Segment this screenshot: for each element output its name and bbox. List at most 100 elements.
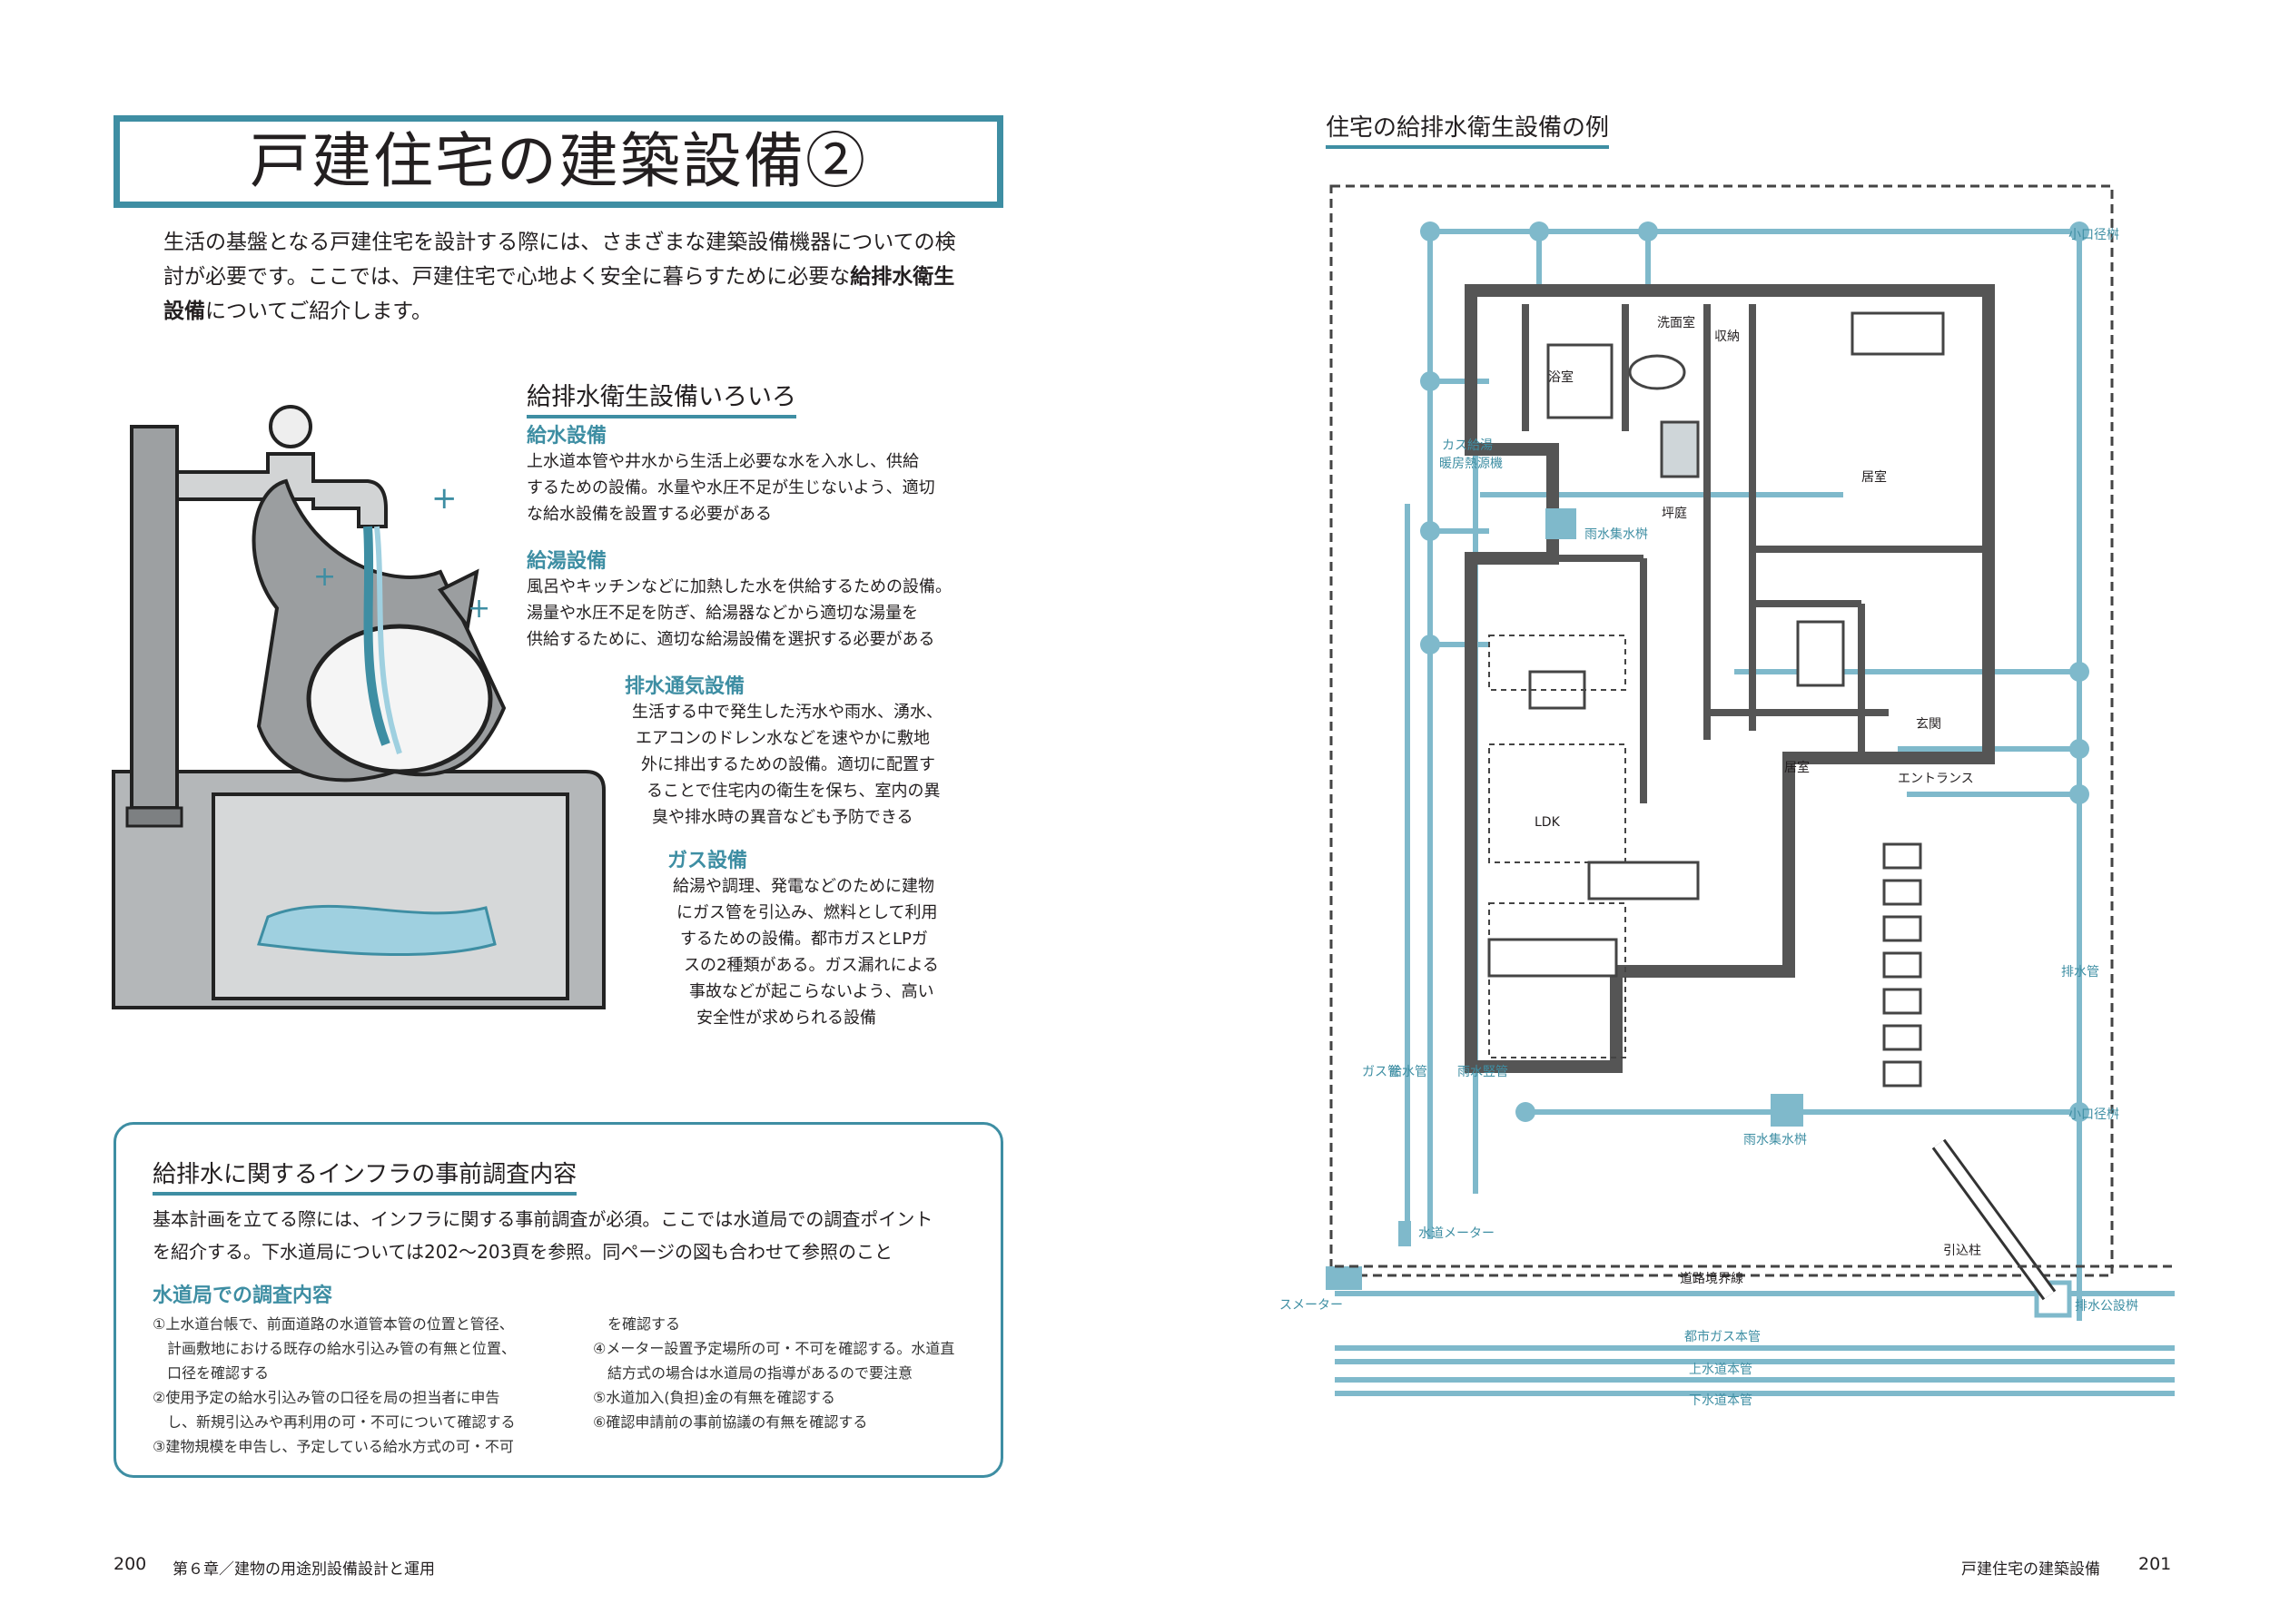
label-gesui: 下水道本管 (1689, 1393, 1752, 1408)
label-koguchi-bottom: 小口径桝 (2068, 1107, 2119, 1122)
label-usui-tate: 雨水竪管 (1457, 1065, 1508, 1079)
label-genkan: 玄関 (1916, 716, 1941, 732)
cat-head (306, 624, 493, 774)
label-ldk: LDK (1535, 815, 1561, 830)
faucet-handle (269, 405, 312, 448)
label-kyoshitsu-2: 居室 (1784, 760, 1810, 775)
item-line: 風呂やキッチンなどに加熱した水を供給するための設備。 (527, 577, 952, 596)
survey-item: 口径を確認する (153, 1364, 270, 1382)
rainwater-basin-2 (1771, 1094, 1803, 1127)
item-heading: 給水設備 (527, 425, 607, 448)
intro-line-3: についてご紹介します。 (205, 300, 433, 323)
item-line: 給湯や調理、発電などのために建物 (673, 877, 934, 896)
intro-line-1: 生活の基盤となる戸建住宅を設計する際には、さまざまな建築設備機器についての検 (163, 231, 956, 254)
diagram-title-wrap: 住宅の給排水衛生設備の例 (1326, 109, 1610, 149)
label-haisui-kan: 排水管 (2061, 965, 2099, 979)
label-danbo: 暖房熱源機 (1439, 457, 1503, 471)
intro-bold-2: 設備 (163, 300, 205, 323)
label-usui-1: 雨水集水桝 (1584, 527, 1648, 542)
item-kyusui: 給水設備 上水道本管や井水から生活上必要な水を入水し、供給 するための設備。水量… (527, 419, 981, 527)
box-col-1: ①上水道台帳で、前面道路の水道管本管の位置と管径、 計画敷地における既存の給水引… (153, 1312, 588, 1459)
label-gas-kan: ガス管 (1362, 1065, 1400, 1079)
item-gas: ガス設備 給湯や調理、発電などのために建物 にガス管を引込み、燃料として利用 す… (667, 844, 976, 1031)
survey-item: し、新規引込みや再利用の可・不可について確認する (153, 1413, 516, 1431)
diagram-title: 住宅の給排水衛生設備の例 (1326, 114, 1610, 149)
survey-item: 結方式の場合は水道局の指導があるので要注意 (593, 1364, 913, 1382)
label-toshi-gas: 都市ガス本管 (1684, 1329, 1761, 1344)
box-title-wrap: 給排水に関するインフラの事前調査内容 (153, 1156, 577, 1196)
intro-line-2: 討が必要です。ここでは、戸建住宅で心地よく安全に暮らすために必要な (163, 265, 851, 289)
fixtures (1487, 311, 1945, 978)
item-line: エアコンのドレン水などを速やかに敷地 (636, 729, 930, 748)
item-line: スの2種類がある。ガス漏れによる (684, 956, 939, 975)
label-usui-2: 雨水集水桝 (1743, 1132, 1807, 1147)
box-text: 基本計画を立てる際には、インフラに関する事前調査が必須。ここでは水道局での調査ポ… (153, 1203, 933, 1268)
label-kyoshitsu-1: 居室 (1861, 469, 1887, 485)
box-title: 給排水に関するインフラの事前調査内容 (153, 1161, 577, 1196)
label-tsuboniwa: 坪庭 (1662, 506, 1687, 521)
item-line: 生活する中で発生した汚水や雨水、湧水、 (632, 703, 943, 722)
label-yokushitsu: 浴室 (1548, 369, 1574, 385)
faucet-post (130, 425, 179, 810)
item-line: にガス管を引込み、燃料として利用 (676, 903, 938, 922)
chapter-title-right: 戸建住宅の建築設備 (1961, 1560, 2100, 1579)
survey-item: ③建物規模を申告し、予定している給水方式の可・不可 (153, 1438, 514, 1455)
page-number-right: 201 (2138, 1554, 2172, 1574)
water-stream (363, 526, 390, 746)
label-hikikomi: 引込柱 (1943, 1244, 1981, 1258)
intro-paragraph: 生活の基盤となる戸建住宅を設計する際には、さまざまな建築設備機器についての検 討… (163, 225, 981, 329)
rainwater-basin-1 (1545, 508, 1576, 539)
faucet-cat-illustration: + + + (112, 405, 606, 1009)
box-text-1: 基本計画を立てる際には、インフラに関する事前調査が必須。ここでは水道局での調査ポ… (153, 1208, 933, 1230)
site-boundary (1329, 184, 2114, 1277)
chapter-label: 第６章／建物の用途別設備設計と運用 (173, 1560, 435, 1579)
survey-item: ⑤水道加入(負担)金の有無を確認する (593, 1389, 835, 1406)
item-kyuto: 給湯設備 風呂やキッチンなどに加熱した水を供給するための設備。 湯量や水圧不足を… (527, 545, 999, 653)
label-suido-meter: 水道メーター (1418, 1226, 1495, 1241)
label-entrance: エントランス (1898, 772, 1974, 786)
item-line: するための設備。水量や水圧不足が生じないよう、適切 (527, 478, 935, 497)
gas-meter (1326, 1266, 1362, 1290)
sink-basin (212, 792, 569, 1000)
plumbing-diagram: 小口径桝 小口径桝 排水管 洗面室 収納 浴室 カス給湯 暖房熱源機 坪庭 雨水… (1280, 184, 2175, 1408)
survey-item: 計画敷地における既存の給水引込み管の有無と位置、 (153, 1340, 517, 1357)
label-kyusui-kan: 給水管 (1389, 1065, 1427, 1079)
page-title: 戸建住宅の建築設備② (250, 126, 867, 196)
label-koguchi-top: 小口径桝 (2068, 228, 2119, 242)
label-gas-meter: ガスメーター (1280, 1298, 1343, 1313)
stepping-stones (1882, 842, 1922, 1088)
label-gas-kyuto: カス給湯 (1442, 438, 1493, 453)
survey-item: ①上水道台帳で、前面道路の水道管本管の位置と管径、 (153, 1315, 514, 1333)
item-line: 供給するために、適切な給湯設備を選択する必要がある (527, 630, 935, 649)
item-line: 上水道本管や井水から生活上必要な水を入水し、供給 (527, 452, 919, 471)
item-heading: ガス設備 (667, 850, 748, 872)
item-line: 臭や排水時の異音なども予防できる (652, 808, 913, 827)
page-number-left: 200 (114, 1554, 147, 1574)
item-line: ることで住宅内の衛生を保ち、室内の異 (646, 782, 941, 801)
section-title-wrap: 給排水衛生設備いろいろ (527, 377, 796, 418)
label-doro: 道路境界線 (1680, 1272, 1743, 1286)
item-haisui: 排水通気設備 生活する中で発生した汚水や雨水、湧水、 エアコンのドレン水などを速… (625, 670, 988, 831)
house-walls (1465, 284, 1995, 1073)
section-title: 給排水衛生設備いろいろ (527, 383, 796, 418)
dashed-cabinets (1488, 635, 1626, 1058)
item-line: な給水設備を設置する必要がある (527, 505, 772, 524)
survey-item: を確認する (593, 1315, 681, 1333)
item-heading: 給湯設備 (527, 550, 607, 573)
survey-item: ④メーター設置予定場所の可・不可を確認する。水道直 (593, 1340, 955, 1357)
svg-text:+: + (431, 480, 458, 517)
infra-survey-box: 給排水に関するインフラの事前調査内容 基本計画を立てる際には、インフラに関する事… (114, 1122, 1003, 1478)
water-meter (1398, 1221, 1411, 1246)
intro-bold: 給排水衛生 (850, 265, 955, 289)
box-subheading: 水道局での調査内容 (153, 1284, 333, 1307)
water-pool (256, 904, 497, 957)
page-title-box: 戸建住宅の建築設備② (114, 115, 1003, 208)
pipes (1335, 229, 2175, 1396)
item-heading: 排水通気設備 (625, 675, 745, 698)
pipe-nodes (1420, 221, 2089, 1122)
item-line: 事故などが起こらないよう、高い (689, 982, 934, 1001)
survey-item: ⑥確認申請前の事前協議の有無を確認する (593, 1413, 868, 1431)
label-haisui-kosetsu: 排水公設桝 (2075, 1299, 2138, 1314)
svg-text:+: + (313, 561, 336, 593)
box-col-2: を確認する ④メーター設置予定場所の可・不可を確認する。水道直 結方式の場合は水… (593, 1312, 992, 1434)
